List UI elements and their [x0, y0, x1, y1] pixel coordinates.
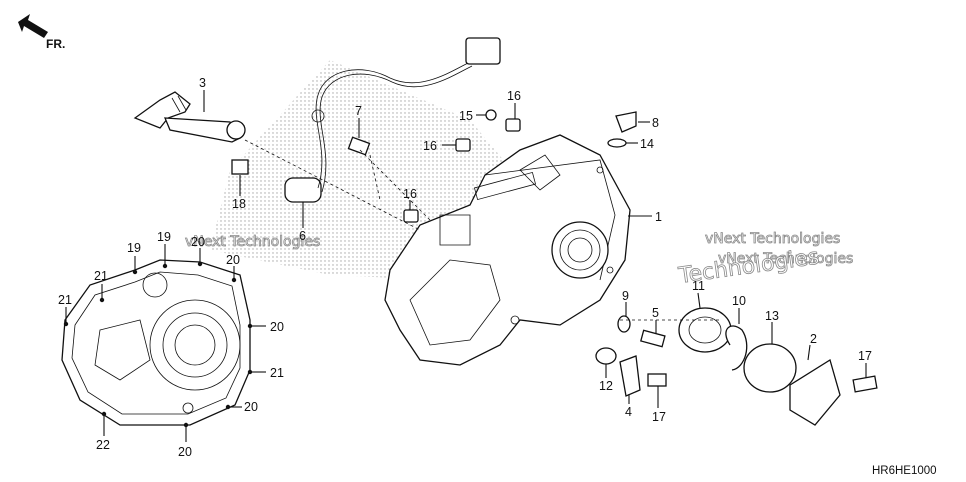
front-direction-arrow-icon	[18, 14, 48, 38]
leader-lines	[65, 90, 867, 442]
bolt-part-17a[interactable]	[647, 373, 667, 387]
case-cover-left[interactable]	[61, 259, 251, 426]
callout-20[interactable]: 20	[226, 253, 240, 267]
bracket-part-4[interactable]	[619, 355, 641, 397]
watermark-text: vNext Technologies	[705, 231, 840, 247]
watermark-text: vNext Technologies	[718, 251, 853, 267]
callout-12[interactable]: 12	[599, 379, 613, 393]
dowel-part-16c[interactable]	[403, 209, 419, 223]
dowel-part-16a[interactable]	[505, 118, 521, 132]
callout-4[interactable]: 4	[625, 405, 632, 419]
callout-2[interactable]: 2	[810, 332, 817, 346]
callout-14[interactable]: 14	[640, 137, 654, 151]
front-label: FR.	[46, 37, 65, 51]
circlip-part-10[interactable]	[725, 325, 748, 371]
callout-17[interactable]: 17	[652, 410, 666, 424]
callout-11[interactable]: 11	[692, 279, 705, 293]
bolt-part-5[interactable]	[640, 329, 666, 348]
washer-part-15[interactable]	[485, 109, 497, 121]
cover-plate-part-2[interactable]	[789, 358, 841, 426]
callout-21[interactable]: 21	[270, 366, 284, 380]
diagram-code: HR6HE1000	[872, 465, 937, 477]
watermark-text: vNext Technologies	[185, 234, 320, 250]
callout-20[interactable]: 20	[191, 235, 205, 249]
callout-22[interactable]: 22	[96, 438, 110, 452]
sensor-harness-part-6[interactable]	[284, 37, 501, 203]
callout-21[interactable]: 21	[94, 269, 108, 283]
callout-1[interactable]: 1	[655, 210, 662, 224]
callout-5[interactable]: 5	[652, 306, 659, 320]
leader-dots	[63, 261, 253, 428]
callout-20[interactable]: 20	[270, 320, 284, 334]
callout-19[interactable]: 19	[127, 241, 141, 255]
o-ring-part-13[interactable]	[743, 343, 797, 393]
bolt-part-17b[interactable]	[852, 375, 878, 393]
callout-16[interactable]: 16	[507, 89, 521, 103]
callout-21[interactable]: 21	[58, 293, 72, 307]
callout-15[interactable]: 15	[459, 109, 473, 123]
o-ring-part-14[interactable]	[607, 138, 627, 148]
callout-7[interactable]: 7	[355, 104, 362, 118]
callout-6[interactable]: 6	[299, 229, 306, 243]
callout-9[interactable]: 9	[622, 289, 629, 303]
bolt-part-7[interactable]	[347, 136, 371, 156]
callout-20[interactable]: 20	[244, 400, 258, 414]
callout-19[interactable]: 19	[157, 230, 171, 244]
shift-arm-part-3[interactable]	[133, 91, 246, 143]
callout-20[interactable]: 20	[178, 445, 192, 459]
dowel-part-16b[interactable]	[455, 138, 471, 152]
callout-13[interactable]: 13	[765, 309, 779, 323]
bolt-part-18[interactable]	[231, 159, 249, 175]
callout-17[interactable]: 17	[858, 349, 872, 363]
plug-part-8[interactable]	[615, 111, 637, 133]
seal-part-12[interactable]	[595, 347, 617, 365]
callout-18[interactable]: 18	[232, 197, 246, 211]
seal-part-9[interactable]	[617, 315, 631, 333]
callout-16[interactable]: 16	[423, 139, 437, 153]
bearing-inner-race	[688, 316, 722, 344]
callout-numbers: 1 2 3 4 5 6 7 8 9 10 11 12 13 14 15 16 1…	[58, 76, 872, 459]
assembly-guide-lines	[244, 139, 720, 321]
callout-8[interactable]: 8	[652, 116, 659, 130]
callout-3[interactable]: 3	[199, 76, 206, 90]
callout-10[interactable]: 10	[732, 294, 746, 308]
bearing-part-11[interactable]	[678, 307, 732, 353]
callout-16[interactable]: 16	[403, 187, 417, 201]
transmission-case-part-1[interactable]	[384, 134, 631, 366]
